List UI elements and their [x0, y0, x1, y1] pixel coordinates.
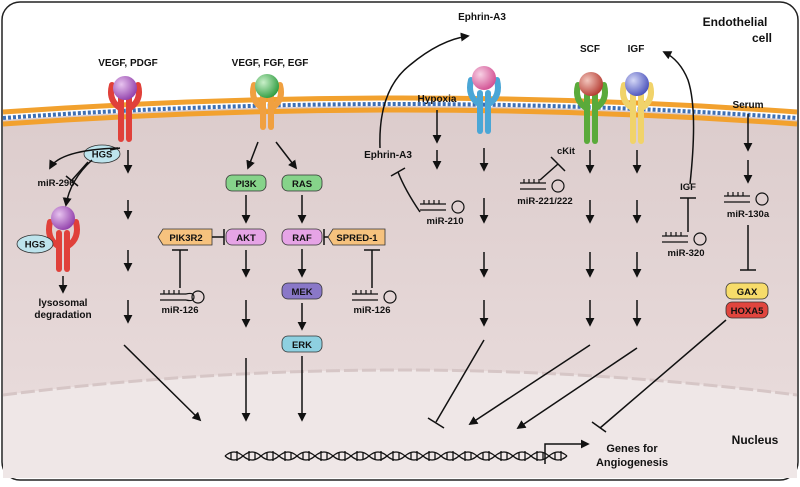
receptor-ckit — [574, 72, 608, 144]
hgs-node-bottom — [16, 234, 54, 254]
cell-label-line2: cell — [752, 31, 772, 45]
ligand-vegf-pdgf: VEGF, PDGF — [98, 58, 157, 69]
spred1-box — [327, 228, 386, 246]
hgs-label-top: HGS — [92, 150, 113, 161]
ras-label: RAS — [292, 179, 312, 190]
spred1-label: SPRED-1 — [336, 233, 378, 244]
mir221-label: miR-221/222 — [517, 196, 572, 207]
erk-box — [281, 335, 323, 353]
ckit-label: cKit — [557, 146, 576, 157]
ligand-sphere-blue — [625, 72, 649, 96]
ligand-sphere-green — [255, 74, 279, 98]
mirna-hairpin-126a — [160, 290, 205, 304]
mir296-label: miR-296 — [38, 178, 75, 189]
receptor-vegfr-fgfr-egfr — [250, 74, 284, 130]
ras-box — [281, 174, 323, 192]
mir126-a-label: miR-126 — [162, 305, 199, 316]
mirna-hairpin-130a — [724, 192, 769, 206]
mirna-hairpin-210 — [420, 200, 465, 214]
mek-box — [281, 282, 323, 300]
ephrin-mid-label: Ephrin-A3 — [364, 150, 412, 161]
nuclear-envelope — [2, 368, 798, 397]
raf-label: RAF — [292, 233, 312, 244]
nucleus-label: Nucleus — [732, 433, 779, 447]
receptor-vegfr-pdgfr — [108, 76, 142, 142]
genes-label-line1: Genes for — [606, 443, 658, 455]
hoxa5-label: HOXA5 — [731, 306, 764, 317]
pathway-connectors — [49, 32, 756, 464]
nucleus — [3, 370, 797, 478]
mirna-hairpin-126b — [352, 290, 397, 304]
dna-helix — [224, 451, 568, 461]
raf-box — [281, 228, 323, 246]
mirna-hairpin-320 — [662, 232, 707, 246]
akt-label: AKT — [236, 233, 256, 244]
mir210-label: miR-210 — [427, 216, 464, 227]
receptor-igf — [620, 72, 654, 144]
mir126-b-label: miR-126 — [354, 305, 391, 316]
mirna-hairpins — [160, 179, 769, 304]
lysosomal-line2: degradation — [34, 310, 91, 321]
mek-label: MEK — [291, 287, 312, 298]
gax-box — [725, 282, 769, 300]
mirna-hairpin-221 — [520, 179, 565, 193]
pi3k-box — [225, 174, 267, 192]
erk-label: ERK — [292, 340, 312, 351]
pik3r2-box — [157, 228, 213, 246]
hgs-label-bottom: HGS — [25, 240, 46, 251]
akt-box — [225, 228, 267, 246]
igf-mid-label: IGF — [680, 182, 696, 193]
gax-label: GAX — [737, 287, 758, 298]
lysosomal-line1: lysosomal — [39, 298, 88, 309]
ligand-igf-top: IGF — [628, 44, 645, 55]
hypoxia-label: Hypoxia — [418, 94, 457, 105]
ligand-sphere-pink — [472, 66, 496, 90]
receptor-internalized — [46, 206, 80, 272]
ligand-sphere-purple-internal — [51, 206, 75, 230]
pik3r2-label: PIK3R2 — [169, 233, 202, 244]
pi3k-label: PI3K — [235, 179, 256, 190]
mir320-label: miR-320 — [668, 248, 705, 259]
ligand-sphere-red — [579, 72, 603, 96]
genes-label-line2: Angiogenesis — [596, 457, 668, 469]
ligand-scf: SCF — [580, 44, 600, 55]
mir130a-label: miR-130a — [727, 209, 770, 220]
serum-label: Serum — [732, 100, 763, 111]
hoxa5-box — [725, 301, 769, 319]
receptor-ephrin — [467, 66, 501, 134]
ligand-ephrin-top: Ephrin-A3 — [458, 12, 506, 23]
ligand-sphere-purple — [113, 76, 137, 100]
cell-label-line1: Endothelial — [703, 15, 768, 29]
ligand-vegf-fgf-egf: VEGF, FGF, EGF — [232, 58, 309, 69]
